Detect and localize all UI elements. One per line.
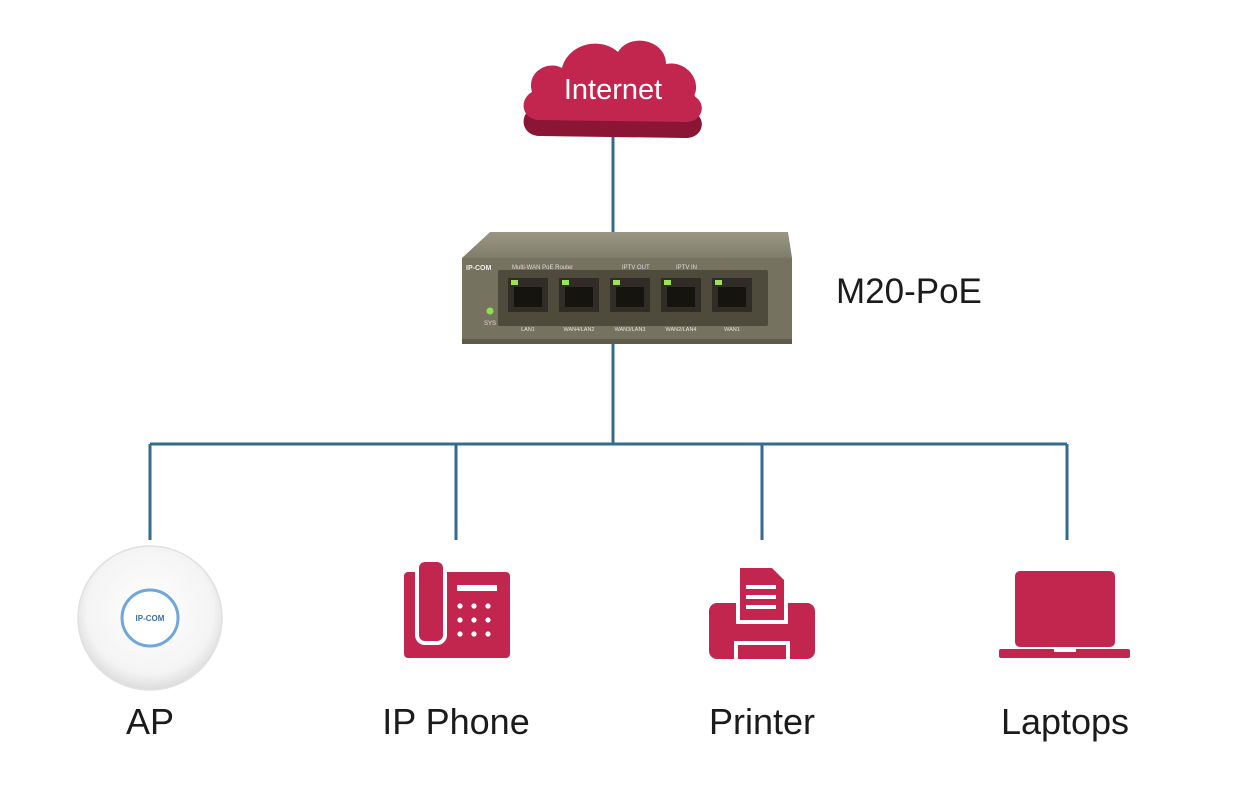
sys-led: [486, 307, 494, 315]
router-sys-label: SYS: [484, 321, 496, 327]
internet-cloud-icon: Internet: [523, 40, 702, 138]
ip-phone-label: IP Phone: [382, 701, 530, 742]
router-brand-label: IP-COM: [466, 265, 491, 272]
device-model-label: M20-PoE: [836, 272, 982, 311]
router-icon: IP-COM Multi-WAN PoE Router IPTV OUT IPT…: [462, 232, 792, 344]
printer-label: Printer: [708, 701, 816, 742]
router-port: LAN1: [508, 278, 548, 333]
router-port-label: WAN1: [724, 327, 740, 333]
router-port: WAN2/LAN4: [661, 278, 701, 333]
connection-lines: [148, 128, 1069, 540]
router-iptv-in-label: IPTV IN: [676, 265, 697, 271]
laptop-icon: [999, 571, 1130, 658]
router-port-label: WAN2/LAN4: [666, 327, 697, 333]
router-port-label: WAN4/LAN2: [564, 327, 595, 333]
access-point-icon: IP-COM: [77, 545, 223, 691]
router-iptv-out-label: IPTV OUT: [622, 265, 650, 271]
router-port-label: WAN3/LAN3: [615, 327, 646, 333]
laptops-label: Laptops: [1000, 701, 1130, 742]
ap-label: AP: [125, 701, 175, 742]
router-port: WAN1: [712, 278, 752, 333]
router-port-label: LAN1: [521, 327, 535, 333]
printer-icon: [709, 564, 815, 661]
ap-brand-label: IP-COM: [136, 614, 165, 623]
router-port: WAN4/LAN2: [559, 278, 599, 333]
ip-phone-icon: [404, 558, 510, 658]
router-ports: LAN1 WAN4/LAN2 WAN3/LAN3 WAN2/LAN4 WAN1: [508, 278, 752, 333]
router-panel-label: Multi-WAN PoE Router: [512, 265, 573, 271]
internet-label: Internet: [564, 74, 662, 106]
router-port: WAN3/LAN3: [610, 278, 650, 333]
